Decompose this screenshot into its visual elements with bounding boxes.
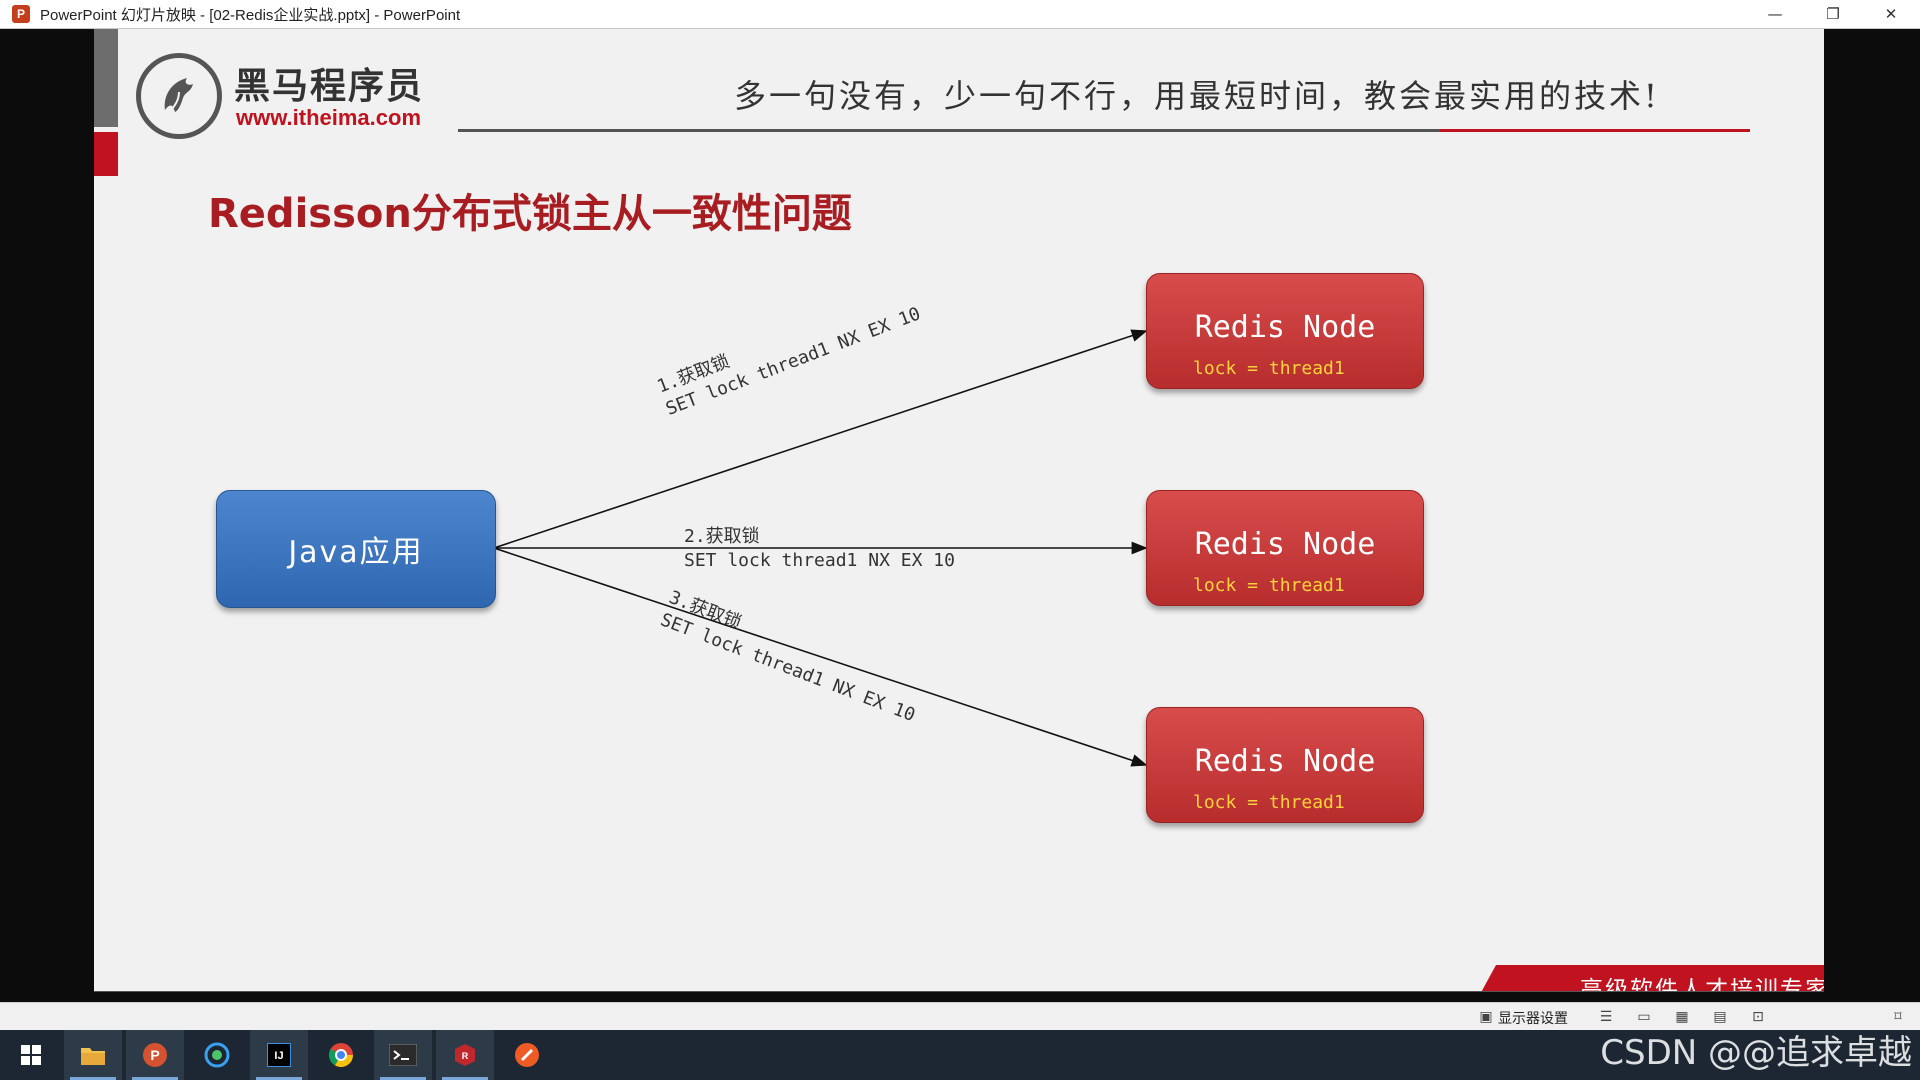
slide-sorter-icon[interactable]: ▦ bbox=[1675, 1009, 1689, 1025]
logo-url: www.itheima.com bbox=[236, 105, 422, 130]
powerpoint-icon: P bbox=[12, 5, 30, 23]
restore-button[interactable]: ❐ bbox=[1826, 5, 1840, 23]
itheima-logo: 黑马程序员 www.itheima.com bbox=[136, 51, 436, 141]
postman-icon[interactable] bbox=[498, 1030, 556, 1080]
slide-title: Redisson分布式锁主从一致性问题 bbox=[208, 191, 852, 237]
window-title: PowerPoint 幻灯片放映 - [02-Redis企业实战.pptx] -… bbox=[40, 6, 461, 24]
windows-start-icon[interactable] bbox=[2, 1030, 60, 1080]
powerpoint-taskbar-icon[interactable]: P bbox=[126, 1030, 184, 1080]
slideshow-icon[interactable]: ⊡ bbox=[1752, 1009, 1764, 1025]
svg-text:R: R bbox=[462, 1051, 469, 1061]
terminal-icon[interactable] bbox=[374, 1030, 432, 1080]
slide-bottom-bar bbox=[94, 991, 1824, 992]
close-button[interactable]: ✕ bbox=[1884, 5, 1898, 23]
minimize-button[interactable]: — bbox=[1767, 5, 1783, 23]
slide-accent-red bbox=[94, 132, 118, 176]
csdn-watermark: CSDN @@追求卓越 bbox=[1600, 1033, 1912, 1073]
redis-desktop-icon[interactable]: R bbox=[436, 1030, 494, 1080]
fit-slide-icon[interactable]: ⌑ bbox=[1894, 1009, 1902, 1025]
file-explorer-icon[interactable] bbox=[64, 1030, 122, 1080]
monitor-icon[interactable]: ▣ bbox=[1479, 1009, 1493, 1025]
redis-node-title: Redis Node bbox=[1194, 744, 1376, 779]
slogan-banner: 高级软件人才培训专家 bbox=[1472, 965, 1824, 992]
redis-node-2: Redis Node lock = thread1 bbox=[1146, 490, 1424, 606]
status-bar: ▣ 显示器设置 ☰ ▭ ▦ ▤ ⊡ ⌑ bbox=[0, 1002, 1920, 1031]
horse-logo-icon bbox=[136, 53, 222, 139]
java-app-box: Java应用 bbox=[216, 490, 496, 608]
header-rule-red bbox=[1440, 129, 1750, 132]
slide-accent-gray bbox=[94, 29, 118, 127]
arrow-1 bbox=[493, 329, 1148, 549]
redis-node-3: Redis Node lock = thread1 bbox=[1146, 707, 1424, 823]
arrow-3 bbox=[493, 547, 1148, 767]
slide[interactable]: 黑马程序员 www.itheima.com 多一句没有，少一句不行，用最短时间，… bbox=[94, 29, 1824, 992]
arrow-step: 2.获取锁 bbox=[684, 526, 760, 547]
window-title-bar: P PowerPoint 幻灯片放映 - [02-Redis企业实战.pptx]… bbox=[0, 0, 1920, 29]
taskbar: P IJ R bbox=[0, 1030, 1920, 1080]
redis-node-title: Redis Node bbox=[1194, 527, 1376, 562]
chrome-icon[interactable] bbox=[312, 1030, 370, 1080]
redis-node-1: Redis Node lock = thread1 bbox=[1146, 273, 1424, 389]
redis-node-value: lock = thread1 bbox=[1193, 792, 1345, 813]
logo-name: 黑马程序员 bbox=[234, 66, 425, 107]
slogan: 多一句没有，少一句不行，用最短时间，教会最实用的技术! bbox=[734, 77, 1660, 115]
arrow-command: SET lock thread1 NX EX 10 bbox=[684, 550, 955, 571]
redis-node-value: lock = thread1 bbox=[1193, 358, 1345, 379]
arrows-diagram bbox=[493, 329, 1148, 767]
normal-view-icon[interactable]: ▭ bbox=[1637, 1009, 1651, 1025]
svg-text:P: P bbox=[150, 1047, 159, 1063]
redis-node-value: lock = thread1 bbox=[1193, 575, 1345, 596]
window-controls: — ❐ ✕ bbox=[1746, 0, 1920, 28]
arrow-label-2: 2.获取锁 SET lock thread1 NX EX 10 bbox=[684, 525, 955, 573]
intellij-idea-icon[interactable]: IJ bbox=[250, 1030, 308, 1080]
edge-browser-icon[interactable] bbox=[188, 1030, 246, 1080]
header-rule-gray bbox=[458, 129, 1468, 132]
redis-node-title: Redis Node bbox=[1194, 310, 1376, 345]
display-settings-button[interactable]: 显示器设置 bbox=[1498, 1011, 1568, 1027]
reading-view-icon[interactable]: ▤ bbox=[1713, 1009, 1727, 1025]
notes-icon[interactable]: ☰ bbox=[1599, 1009, 1613, 1025]
svg-text:IJ: IJ bbox=[274, 1050, 283, 1062]
